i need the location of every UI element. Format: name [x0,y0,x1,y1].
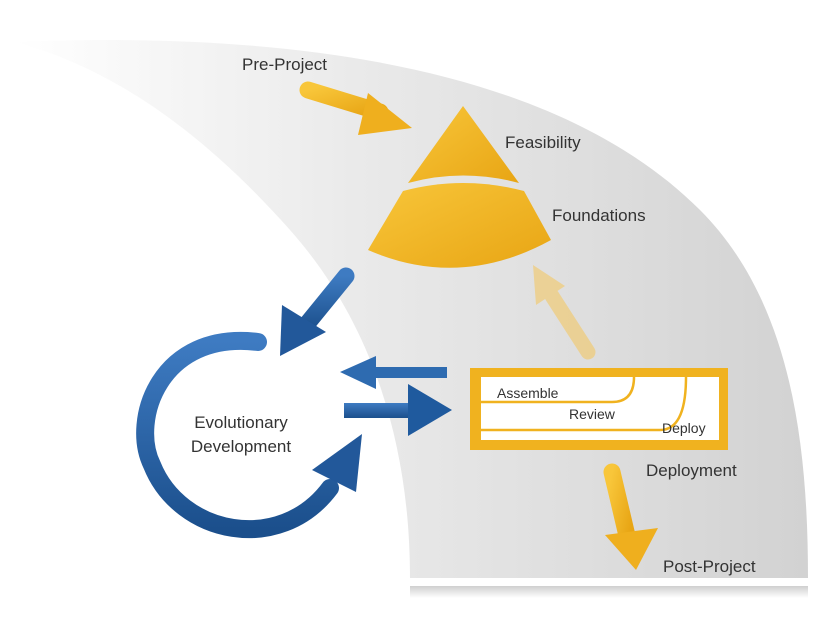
project-lifecycle-band [15,39,808,579]
assemble-label: Assemble [497,385,559,401]
feasibility-label: Feasibility [505,133,581,152]
pre-project-arrow [299,81,412,135]
deployment-box [470,368,728,450]
foundations-label: Foundations [552,206,646,225]
review-label: Review [569,406,616,422]
deployment-to-foundations-arrow [533,265,596,360]
deployment-label: Deployment [646,461,737,480]
band-shadow [410,586,808,598]
post-project-arrow [603,463,658,570]
evolutionary-label-line1: Evolutionary [194,413,288,432]
foundations-segment [368,183,551,268]
return-arrow [340,356,447,389]
evolutionary-label-line2: Development [191,437,291,456]
foundations-to-evolution-arrow [280,267,355,356]
to-deployment-arrow [344,384,452,436]
post-project-label: Post-Project [663,557,756,576]
evolutionary-cycle [136,331,362,539]
feasibility-foundations-pyramid [368,106,551,268]
feasibility-segment [408,106,519,183]
pre-project-label: Pre-Project [242,55,327,74]
deploy-label: Deploy [662,420,706,436]
